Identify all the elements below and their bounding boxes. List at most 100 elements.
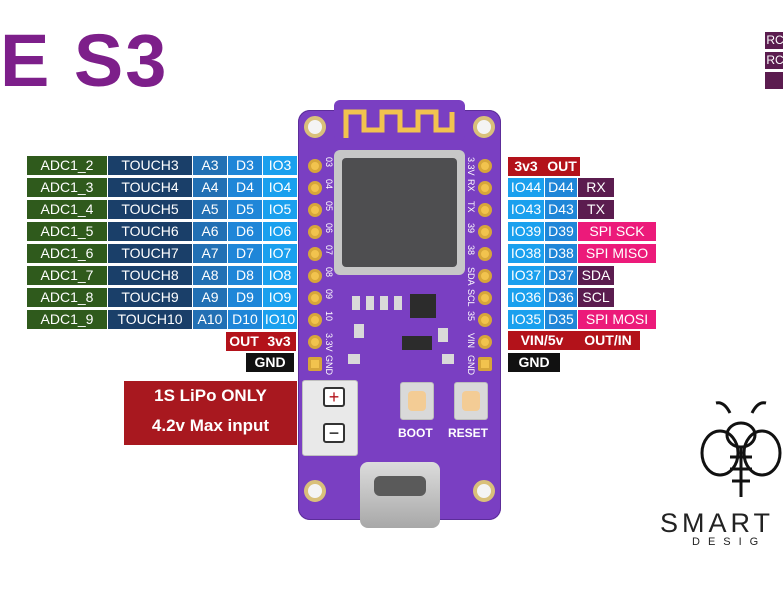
left-adc-label: ADC1_7 — [27, 266, 107, 285]
smd-resistor-3 — [380, 296, 388, 310]
header-pin-left — [308, 357, 322, 371]
left-a-label: A6 — [193, 222, 227, 241]
silkscreen-pin-label: 38 — [466, 245, 476, 256]
silkscreen-pin-label: 07 — [324, 245, 334, 256]
header-pin-right — [478, 357, 492, 371]
right-d-label: D44 — [545, 178, 577, 197]
left-adc-label: ADC1_5 — [27, 222, 107, 241]
left-io-label: IO3 — [263, 156, 297, 175]
header-pin-right — [478, 291, 492, 305]
left-d-label: D8 — [228, 266, 262, 285]
silkscreen-pin-label: 03 — [324, 157, 334, 168]
left-touch-label: TOUCH5 — [108, 200, 192, 219]
battery-warning: 1S LiPo ONLY 4.2v Max input — [124, 381, 297, 445]
mount-hole-top-left — [304, 116, 326, 138]
header-pin-right — [478, 269, 492, 283]
left-touch-label: TOUCH3 — [108, 156, 192, 175]
right-d-label: D36 — [545, 288, 577, 307]
left-a-label: A4 — [193, 178, 227, 197]
smd-resistor-4 — [394, 296, 402, 310]
left-gnd-label: GND — [246, 353, 294, 372]
reset-button-cap — [462, 391, 480, 411]
left-adc-label: ADC1_8 — [27, 288, 107, 307]
left-touch-label: TOUCH7 — [108, 244, 192, 263]
battery-minus-icon: − — [323, 423, 345, 443]
left-adc-label: ADC1_9 — [27, 310, 107, 329]
left-a-label: A3 — [193, 156, 227, 175]
right-function-label: SDA — [578, 266, 614, 285]
header-pin-left — [308, 313, 322, 327]
silkscreen-pin-label: 05 — [324, 201, 334, 212]
brand-name: SMART — [660, 508, 775, 538]
silkscreen-pin-label: 04 — [324, 179, 334, 190]
right-io-label: IO43 — [508, 200, 544, 219]
header-pin-right — [478, 247, 492, 261]
battery-plus-icon: + — [323, 387, 345, 407]
smd-cap-4 — [442, 354, 454, 364]
header-pin-right — [478, 225, 492, 239]
left-d-label: D5 — [228, 200, 262, 219]
silkscreen-pin-label: 08 — [324, 267, 334, 278]
battery-connector: + − — [302, 380, 358, 456]
page-title: E S3 — [0, 19, 169, 102]
reset-button[interactable] — [454, 382, 488, 420]
smd-resistor-1 — [352, 296, 360, 310]
mount-hole-bottom-left — [304, 480, 326, 502]
right-gnd-label: GND — [508, 353, 560, 372]
header-pin-left — [308, 203, 322, 217]
corner-tag-2: RC — [765, 52, 783, 69]
silkscreen-pin-label: 3.3V — [466, 157, 476, 176]
right-function-label: SCL — [578, 288, 614, 307]
left-touch-label: TOUCH9 — [108, 288, 192, 307]
left-touch-label: TOUCH4 — [108, 178, 192, 197]
left-a-label: A10 — [193, 310, 227, 329]
left-a-label: A8 — [193, 266, 227, 285]
right-d-label: D39 — [545, 222, 577, 241]
battery-warning-line2: 4.2v Max input — [151, 416, 270, 435]
header-pin-left — [308, 225, 322, 239]
silkscreen-pin-label: GND — [324, 355, 334, 375]
corner-tag-3 — [765, 72, 783, 89]
right-io-label: IO39 — [508, 222, 544, 241]
silkscreen-pin-label: 10 — [324, 311, 334, 322]
mount-hole-top-right — [473, 116, 495, 138]
boot-button[interactable] — [400, 382, 434, 420]
left-adc-label: ADC1_6 — [27, 244, 107, 263]
left-touch-label: TOUCH6 — [108, 222, 192, 241]
battery-warning-line1: 1S LiPo ONLY — [154, 386, 267, 405]
left-adc-label: ADC1_3 — [27, 178, 107, 197]
usb-c-port[interactable] — [360, 462, 440, 528]
left-io-label: IO10 — [263, 310, 297, 329]
right-function-label: TX — [578, 200, 614, 219]
left-a-label: A5 — [193, 200, 227, 219]
header-pin-left — [308, 291, 322, 305]
left-adc-label: ADC1_4 — [27, 200, 107, 219]
header-pin-right — [478, 159, 492, 173]
right-io-label: IO38 — [508, 244, 544, 263]
left-adc-label: ADC1_2 — [27, 156, 107, 175]
silkscreen-pin-label: 06 — [324, 223, 334, 234]
silkscreen-pin-label: RX — [466, 179, 476, 192]
left-a-label: A7 — [193, 244, 227, 263]
reset-label: RESET — [448, 426, 489, 440]
header-pin-left — [308, 247, 322, 261]
right-function-label: SPI SCK — [578, 222, 656, 241]
left-d-label: D3 — [228, 156, 262, 175]
header-pin-right — [478, 335, 492, 349]
right-d-label: D43 — [545, 200, 577, 219]
left-io-label: IO5 — [263, 200, 297, 219]
ic-chip — [410, 294, 436, 318]
mount-hole-bottom-right — [473, 480, 495, 502]
silkscreen-pin-label: 3.3V — [324, 333, 334, 352]
right-vin-mode-label: OUT/IN — [576, 331, 640, 350]
right-d-label: D38 — [545, 244, 577, 263]
esp32-s3-module — [334, 150, 465, 275]
header-pin-left — [308, 269, 322, 283]
smd-cap-2 — [438, 328, 448, 342]
left-io-label: IO9 — [263, 288, 297, 307]
silkscreen-pin-label: TX — [466, 201, 476, 213]
left-3v3-label: 3v3 — [262, 332, 296, 351]
right-io-label: IO44 — [508, 178, 544, 197]
silkscreen-pin-label: SCL — [466, 289, 476, 307]
left-io-label: IO7 — [263, 244, 297, 263]
